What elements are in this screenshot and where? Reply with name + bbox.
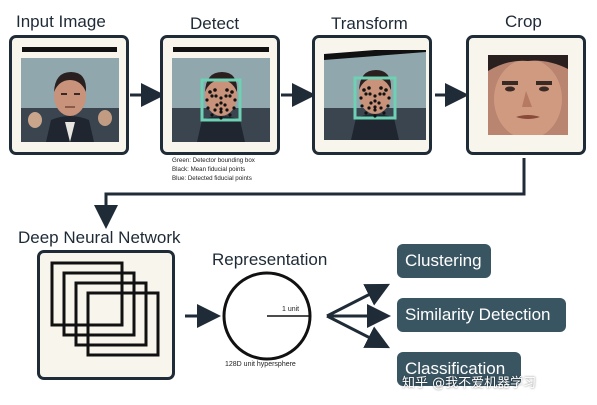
legend-black: Black: Mean fiducial points (172, 166, 246, 173)
legend-blue: Blue: Detected fiducial points (172, 175, 252, 182)
stage-title-detect: Detect (190, 14, 240, 33)
network-panel (37, 250, 175, 380)
detect-panel (160, 35, 280, 155)
output-classification: Classification (397, 352, 521, 386)
arrow-to-clustering (326, 283, 391, 318)
stage-title-crop: Crop (505, 12, 542, 31)
detector-bounding-box (353, 76, 397, 120)
cropped-face-photo (488, 55, 568, 135)
output-similarity-detection: Similarity Detection (397, 298, 566, 332)
crop-panel (466, 35, 586, 155)
input-face-photo (21, 58, 119, 142)
network-layers-icon (50, 261, 160, 357)
stage-title-input: Input Image (16, 12, 106, 31)
legend-green: Green: Detector bounding box (172, 157, 255, 164)
detect-face-photo (172, 58, 270, 142)
representation-title: Representation (212, 250, 328, 269)
network-title: Deep Neural Network (18, 228, 181, 247)
hypersphere-icon (222, 271, 312, 361)
transform-face-photo (324, 50, 426, 140)
letterbox-bar (22, 47, 117, 52)
arrow-to-classification (326, 314, 391, 349)
unit-label: 1 unit (282, 306, 300, 313)
letterbox-bar (173, 47, 269, 52)
transform-panel (312, 35, 432, 155)
detector-bounding-box (200, 78, 242, 122)
stage-title-transform: Transform (331, 14, 408, 33)
input-image-panel (9, 35, 129, 155)
hypersphere-caption: 128D unit hypersphere (225, 361, 296, 368)
arrow-crop-to-network (94, 158, 526, 229)
output-clustering: Clustering (397, 244, 491, 278)
watermark: 知乎 @我不爱机器学习 (402, 376, 537, 391)
